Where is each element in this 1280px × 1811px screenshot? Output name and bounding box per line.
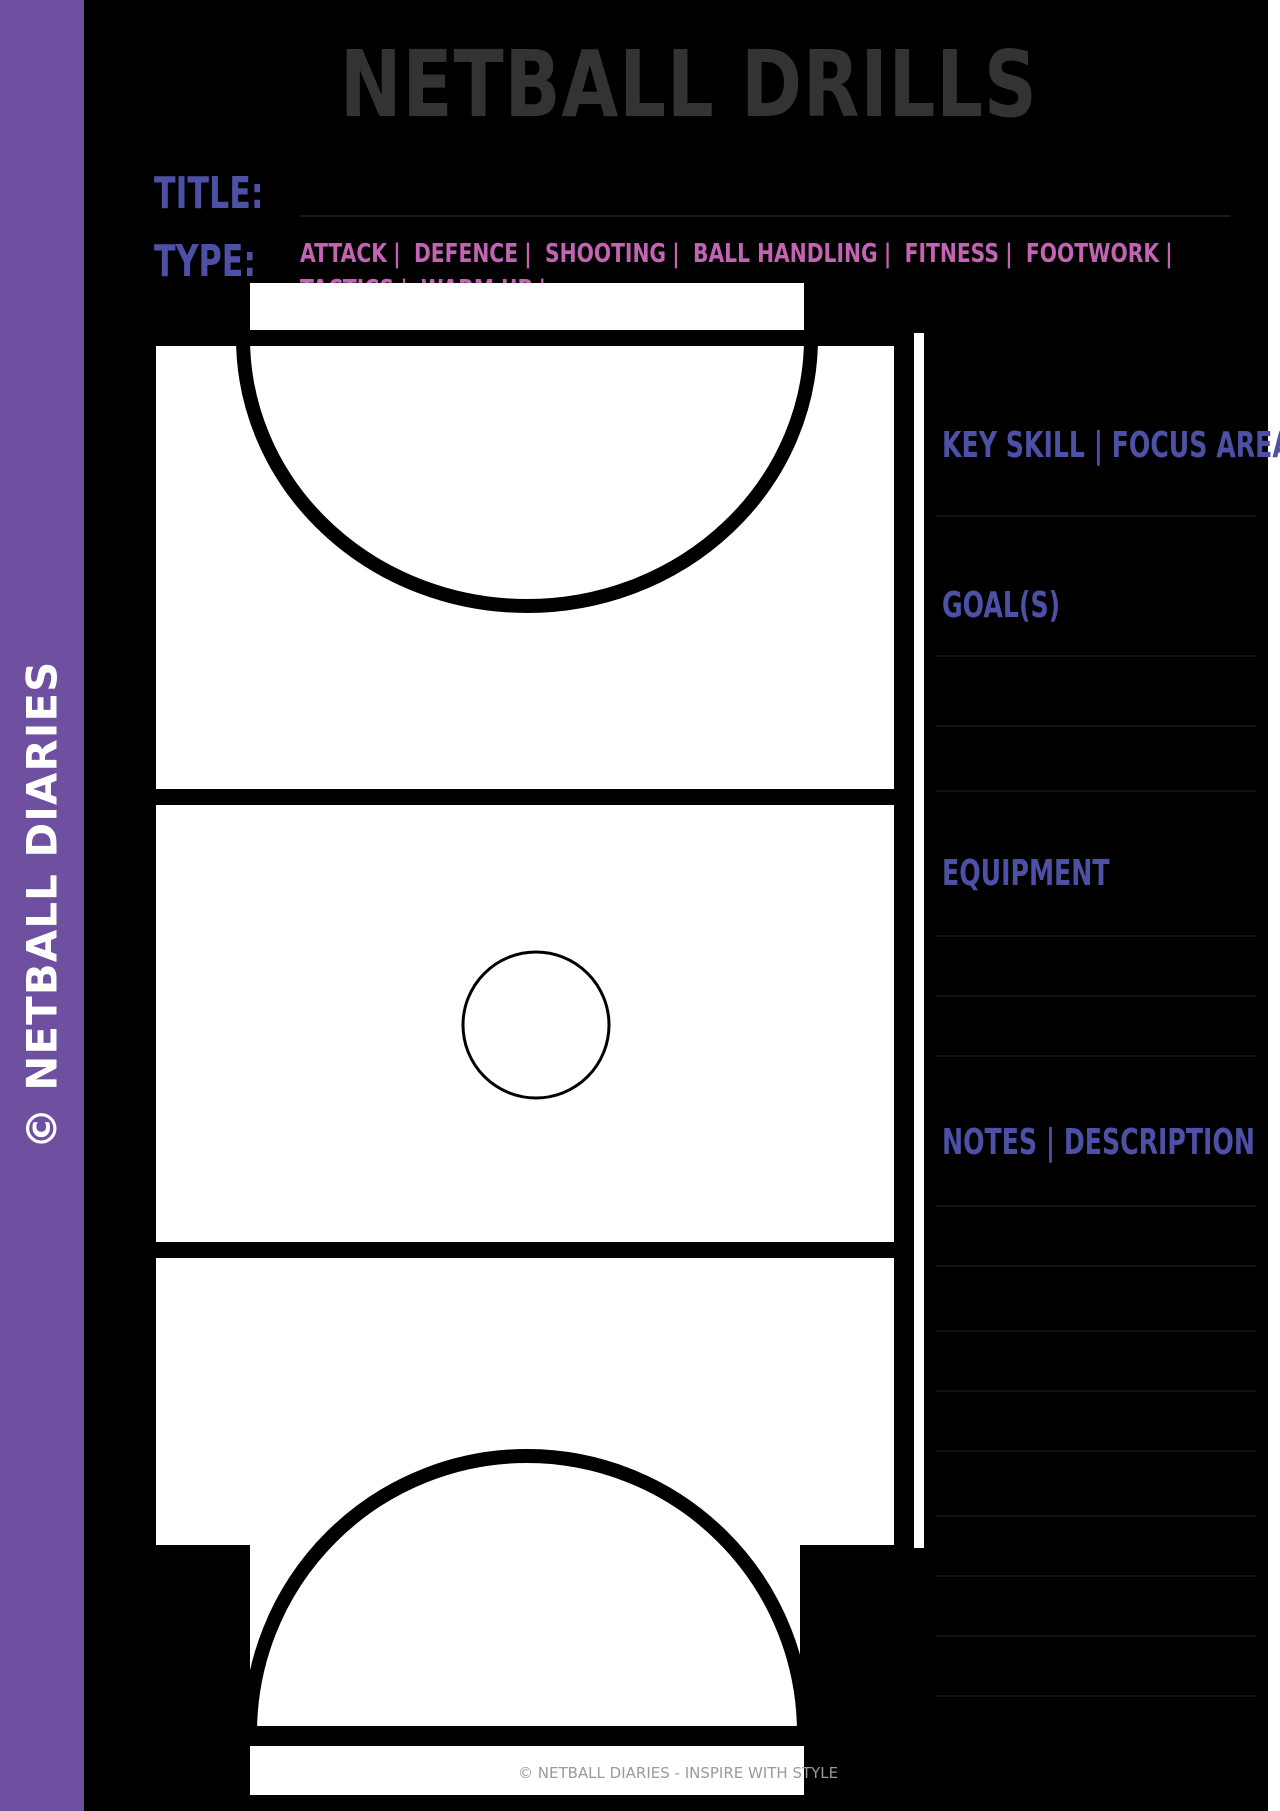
type-separator: | bbox=[393, 239, 401, 269]
top-goal-circle bbox=[236, 337, 818, 613]
type-separator: | bbox=[524, 239, 532, 269]
goals-heading: GOAL(S) bbox=[942, 585, 1061, 626]
writing-line[interactable] bbox=[936, 1330, 1256, 1332]
writing-line[interactable] bbox=[936, 1515, 1256, 1517]
writing-line[interactable] bbox=[936, 935, 1256, 937]
type-option[interactable]: FOOTWORK bbox=[1025, 239, 1160, 269]
bottom-goal-circle bbox=[242, 1449, 812, 1740]
writing-line[interactable] bbox=[936, 725, 1256, 727]
type-option[interactable]: ATTACK bbox=[300, 239, 387, 269]
bottom-goal-notch bbox=[250, 1740, 804, 1795]
type-separator: | bbox=[1005, 239, 1013, 269]
footer-tagline: © NETBALL DIARIES - INSPIRE WITH STYLE bbox=[518, 1764, 839, 1782]
writing-line[interactable] bbox=[936, 1205, 1256, 1207]
writing-line[interactable] bbox=[936, 1265, 1256, 1267]
centre-circle bbox=[461, 950, 611, 1100]
sidebar-band: © NETBALL DIARIES bbox=[0, 0, 84, 1811]
drill-details-panel: KEY SKILL | FOCUS AREA GOAL(S) EQUIPMENT… bbox=[936, 335, 1280, 1725]
type-label: TYPE: bbox=[154, 236, 257, 287]
court-outline bbox=[140, 330, 910, 1746]
title-label: TITLE: bbox=[154, 168, 264, 219]
bottom-corner-right bbox=[800, 1545, 902, 1733]
type-option[interactable]: FITNESS bbox=[904, 239, 999, 269]
writing-line[interactable] bbox=[936, 995, 1256, 997]
type-option[interactable]: DEFENCE bbox=[413, 239, 519, 269]
bottom-corner-left bbox=[150, 1545, 250, 1733]
panel-divider bbox=[914, 333, 924, 1548]
key-skill-heading: KEY SKILL | FOCUS AREA bbox=[942, 425, 1280, 466]
writing-line[interactable] bbox=[936, 1055, 1256, 1057]
writing-line[interactable] bbox=[936, 790, 1256, 792]
writing-line[interactable] bbox=[936, 1695, 1256, 1697]
writing-line[interactable] bbox=[936, 515, 1256, 517]
title-field-line[interactable] bbox=[300, 215, 1230, 217]
type-separator: | bbox=[672, 239, 680, 269]
writing-line[interactable] bbox=[936, 655, 1256, 657]
writing-line[interactable] bbox=[936, 1635, 1256, 1637]
writing-line[interactable] bbox=[936, 1450, 1256, 1452]
equipment-heading: EQUIPMENT bbox=[942, 853, 1110, 894]
writing-line[interactable] bbox=[936, 1390, 1256, 1392]
type-option[interactable]: SHOOTING bbox=[545, 239, 667, 269]
right-edge-strip bbox=[1268, 0, 1280, 1811]
type-separator: | bbox=[883, 239, 892, 269]
type-separator: | bbox=[1165, 239, 1173, 269]
notes-heading: NOTES | DESCRIPTION bbox=[942, 1122, 1255, 1163]
type-option[interactable]: BALL HANDLING bbox=[693, 239, 878, 269]
writing-line[interactable] bbox=[936, 1575, 1256, 1577]
